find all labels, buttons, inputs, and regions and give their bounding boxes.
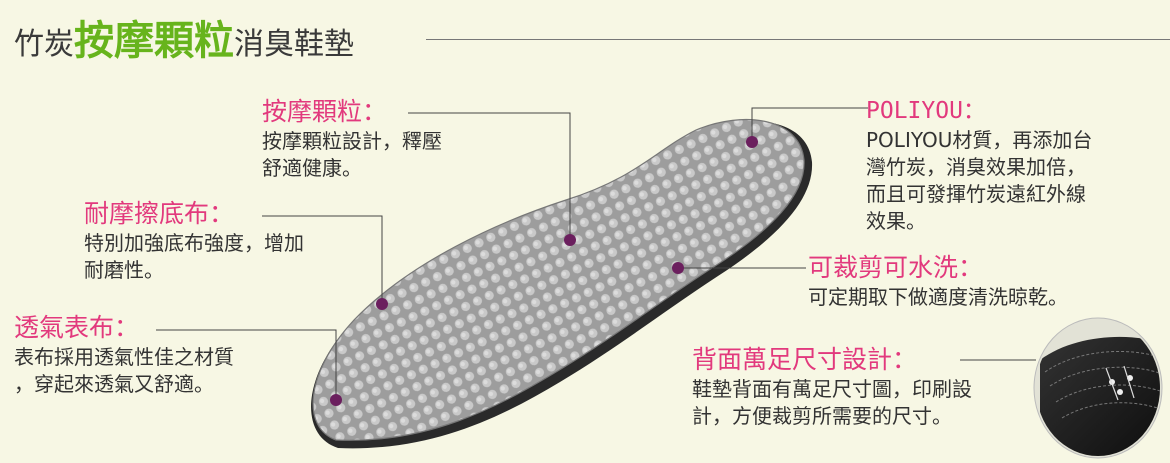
leader-lines <box>156 107 1036 400</box>
title-divider <box>426 39 1170 40</box>
title-suffix: 消臭鞋墊 <box>234 27 354 62</box>
title-highlight: 按摩顆粒 <box>74 18 234 64</box>
feature-wear-heading: 耐摩擦底布： <box>84 199 235 228</box>
feature-breath: 透氣表布： 表布採用透氣性佳之材質 ，穿起來透氣又舒適。 <box>14 312 234 398</box>
feature-wear-description: 特別加強底布強度，增加 耐磨性。 <box>84 231 304 282</box>
feature-massage-heading: 按摩顆粒： <box>262 97 388 126</box>
feature-wear: 耐摩擦底布： 特別加強底布強度，增加 耐磨性。 <box>84 198 304 284</box>
feature-poliyou: POLIYOU： POLIYOU材質，再添加台 灣竹炭，消臭效果加倍， 而且可發… <box>866 95 1092 235</box>
marker-massage <box>564 234 576 246</box>
feature-size: 背面萬足尺寸設計： 鞋墊背面有萬足尺寸圖，印刷設 計，方便裁剪所需要的尺寸。 <box>692 344 972 430</box>
feature-size-description: 鞋墊背面有萬足尺寸圖，印刷設 計，方便裁剪所需要的尺寸。 <box>692 377 972 428</box>
feature-size-heading: 背面萬足尺寸設計： <box>692 345 918 374</box>
feature-wash: 可裁剪可水洗： 可定期取下做適度清洗晾乾。 <box>808 252 1068 311</box>
marker-wash <box>672 262 684 274</box>
feature-massage: 按摩顆粒： 按摩顆粒設計，釋壓 舒適健康。 <box>262 96 442 182</box>
page-title: 竹炭 按摩顆粒 消臭鞋墊 <box>14 8 354 66</box>
feature-breath-description: 表布採用透氣性佳之材質 ，穿起來透氣又舒適。 <box>14 345 234 396</box>
feature-wash-description: 可定期取下做適度清洗晾乾。 <box>808 285 1068 309</box>
title-prefix: 竹炭 <box>14 27 74 62</box>
marker-poliyou <box>746 136 758 148</box>
feature-massage-description: 按摩顆粒設計，釋壓 舒適健康。 <box>262 129 442 180</box>
marker-wear <box>376 298 388 310</box>
insole-top <box>312 119 805 441</box>
marker-breath <box>330 394 342 406</box>
feature-breath-heading: 透氣表布： <box>14 313 140 342</box>
feature-poliyou-description: POLIYOU材質，再添加台 灣竹炭，消臭效果加倍， 而且可發揮竹炭遠紅外線 效… <box>866 128 1093 233</box>
feature-poliyou-heading: POLIYOU： <box>866 98 986 124</box>
feature-wash-heading: 可裁剪可水洗： <box>808 253 984 282</box>
insole-back-thumbnail <box>1033 317 1163 459</box>
feature-markers <box>330 136 758 406</box>
